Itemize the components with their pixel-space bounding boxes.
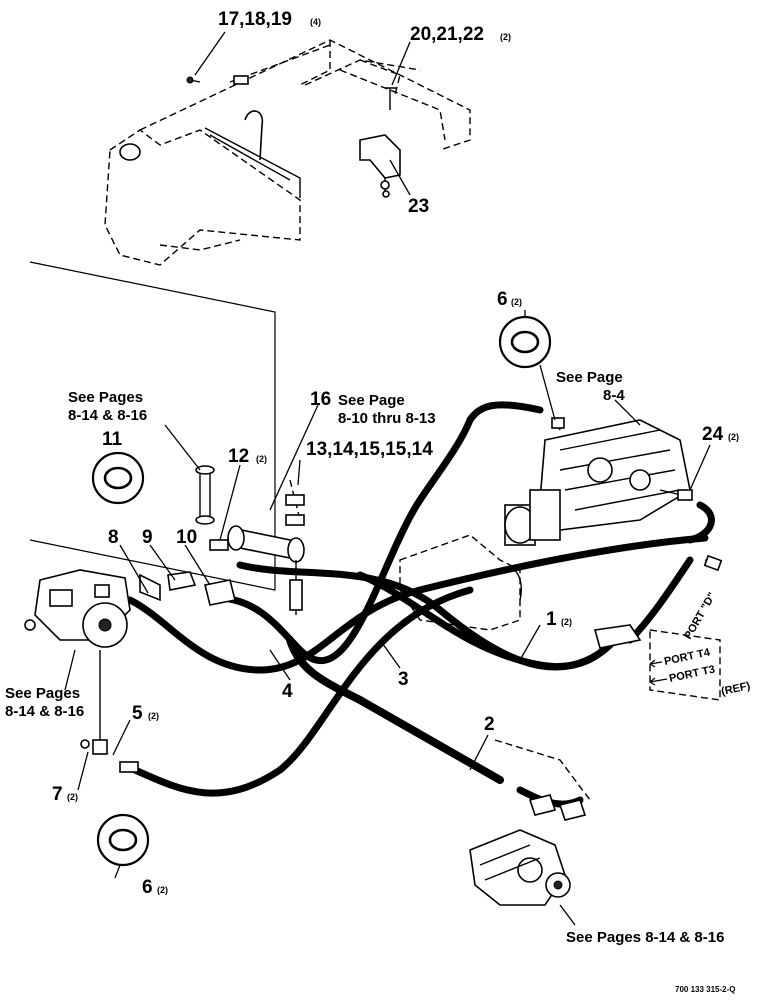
callout-3: 3 bbox=[398, 669, 409, 690]
bracket-23 bbox=[359, 134, 401, 179]
frame-assembly bbox=[104, 39, 471, 266]
port-arrowheads bbox=[649, 659, 656, 686]
port-ref-box bbox=[649, 629, 721, 701]
o-ring-11-icon bbox=[103, 466, 133, 490]
o-ring-6-top-icon bbox=[510, 330, 540, 354]
port-ref-label: (REF) bbox=[720, 680, 752, 698]
callout-16: 16 bbox=[310, 389, 331, 410]
callout-6-bottom-qty: (2) bbox=[157, 885, 168, 895]
callout-labels: 17,18,19 (4) 20,21,22 (2) 23 6 (2) See P… bbox=[5, 9, 752, 994]
callout-1-qty: (2) bbox=[561, 617, 572, 627]
clamp bbox=[499, 566, 522, 601]
callout-13-14-15: 13,14,15,15,14 bbox=[306, 439, 433, 460]
hose-routing bbox=[126, 401, 715, 808]
callout-7-qty: (2) bbox=[67, 792, 78, 802]
bolt-17-icon bbox=[186, 76, 194, 84]
washer-icon bbox=[380, 180, 390, 190]
callout-24: 24 bbox=[702, 424, 724, 445]
nut-icon bbox=[382, 190, 390, 198]
pump-top-right bbox=[504, 417, 693, 546]
port-fitting bbox=[593, 624, 642, 649]
callout-7: 7 bbox=[52, 784, 63, 805]
callout-20-21-22: 20,21,22 bbox=[410, 24, 484, 45]
port-d-cap bbox=[703, 554, 723, 572]
drawing-number: 700 133 315-2-Q bbox=[675, 985, 736, 994]
callout-8: 8 bbox=[108, 527, 119, 548]
callout-24-qty: (2) bbox=[728, 432, 739, 442]
callout-1: 1 bbox=[546, 609, 557, 630]
pump-bottom bbox=[469, 739, 591, 906]
callout-17-18-19: 17,18,19 bbox=[218, 9, 292, 30]
ref-pages-lower-line1: See Pages bbox=[5, 685, 80, 702]
ref-page-8-4-line2: 8-4 bbox=[603, 387, 625, 404]
callout-10: 10 bbox=[176, 527, 197, 548]
callout-17-qty: (4) bbox=[310, 17, 321, 27]
mount-frame bbox=[399, 534, 521, 631]
leader-lines bbox=[64, 31, 711, 926]
ref-pages-upper-line2: 8-14 & 8-16 bbox=[68, 407, 147, 424]
callout-20-qty: (2) bbox=[500, 32, 511, 42]
callout-11: 11 bbox=[102, 429, 123, 450]
callout-6-top-qty: (2) bbox=[511, 297, 522, 307]
callout-5: 5 bbox=[132, 703, 143, 724]
callout-5-qty: (2) bbox=[148, 711, 159, 721]
frame-pivot bbox=[119, 143, 141, 161]
ref-pages-upper-line1: See Pages bbox=[68, 389, 143, 406]
o-ring-6-bottom-icon bbox=[108, 828, 138, 852]
callout-12-qty: (2) bbox=[256, 454, 267, 464]
cylinder-16 bbox=[195, 465, 305, 615]
callout-4: 4 bbox=[282, 681, 293, 702]
callout-9: 9 bbox=[142, 527, 153, 548]
ref-pages-bottom: See Pages 8-14 & 8-16 bbox=[566, 929, 724, 946]
ref-page-8-10-line1: See Page bbox=[338, 392, 405, 409]
port-arrows bbox=[649, 661, 668, 683]
port-t3-label: PORT T3 bbox=[668, 664, 716, 685]
callout-23: 23 bbox=[408, 196, 429, 217]
callout-6-bottom: 6 bbox=[142, 877, 153, 898]
callout-12: 12 bbox=[228, 446, 249, 467]
port-d-label: PORT "D" bbox=[682, 590, 718, 641]
o-ring-11-circle bbox=[91, 451, 145, 505]
ref-page-8-4-line1: See Page bbox=[556, 369, 623, 386]
callout-6-top: 6 bbox=[497, 289, 508, 310]
control-valve-left bbox=[24, 569, 236, 773]
o-ring-6-bottom-circle bbox=[96, 813, 150, 867]
ref-pages-lower-line2: 8-14 & 8-16 bbox=[5, 703, 84, 720]
ref-page-8-10-line2: 8-10 thru 8-13 bbox=[338, 410, 436, 427]
o-ring-6-top-circle bbox=[498, 315, 552, 369]
cylinder-reference-outline bbox=[29, 261, 276, 591]
callout-2: 2 bbox=[484, 714, 495, 735]
frame-slot bbox=[233, 75, 249, 85]
